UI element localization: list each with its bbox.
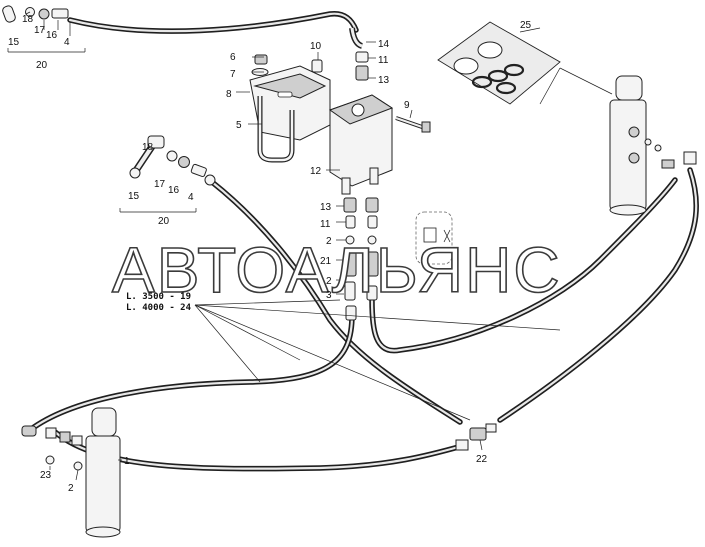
bracket-assembly [249, 54, 331, 163]
callout-11: 11 [378, 55, 389, 66]
callout-22: 22 [476, 454, 488, 465]
callout-14: 14 [378, 39, 390, 50]
callout-17: 17 [34, 25, 46, 36]
callout-16-mid: 16 [168, 185, 180, 196]
hose-note-line-2: L. 4000 - 24 [126, 303, 192, 313]
callout-11-low: 11 [320, 219, 331, 230]
link-assembly-mid [119, 135, 216, 213]
callout-2-low: 2 [326, 236, 332, 247]
callout-10: 10 [310, 41, 322, 52]
callout-labels: 18 17 16 15 4 20 6 7 8 5 10 14 11 13 9 1… [8, 14, 532, 494]
callout-18-mid: 18 [142, 142, 154, 153]
callout-13: 13 [378, 75, 390, 86]
relief-valve-symbol [415, 211, 453, 265]
callout-15: 15 [8, 37, 20, 48]
callout-4-mid: 4 [188, 192, 194, 203]
hose-note-line-1: L. 3500 - 19 [126, 292, 191, 302]
valve-block [328, 27, 431, 195]
seal-kit [437, 21, 613, 105]
callout-17-mid: 17 [154, 179, 166, 190]
callout-13-low: 13 [320, 202, 332, 213]
callout-18: 18 [22, 14, 34, 25]
left-cylinder [21, 407, 121, 538]
callout-25: 25 [520, 20, 532, 31]
callout-15-mid: 15 [128, 191, 140, 202]
callout-5: 5 [236, 120, 242, 131]
link-assembly-top [2, 5, 86, 53]
callout-20-mid: 20 [158, 216, 170, 227]
callout-21: 21 [320, 256, 332, 267]
callout-9: 9 [404, 100, 410, 111]
callout-7: 7 [230, 69, 236, 80]
callout-8: 8 [226, 89, 232, 100]
callout-16: 16 [46, 30, 58, 41]
callout-2-bottom: 2 [68, 483, 74, 494]
fitting-stacks [343, 197, 379, 321]
callout-3: 3 [326, 290, 332, 301]
callout-20: 20 [36, 60, 48, 71]
right-cylinder [609, 75, 697, 216]
callout-23: 23 [40, 470, 52, 481]
callout-2-low-b: 2 [326, 276, 332, 287]
callout-12: 12 [310, 166, 322, 177]
watermark: АВТОАЛЬЯНС [112, 234, 562, 306]
callout-4: 4 [64, 37, 70, 48]
callout-6: 6 [230, 52, 236, 63]
leader-lines [25, 11, 561, 481]
tee-fitting [455, 423, 497, 451]
callout-1: 1 [124, 456, 130, 467]
